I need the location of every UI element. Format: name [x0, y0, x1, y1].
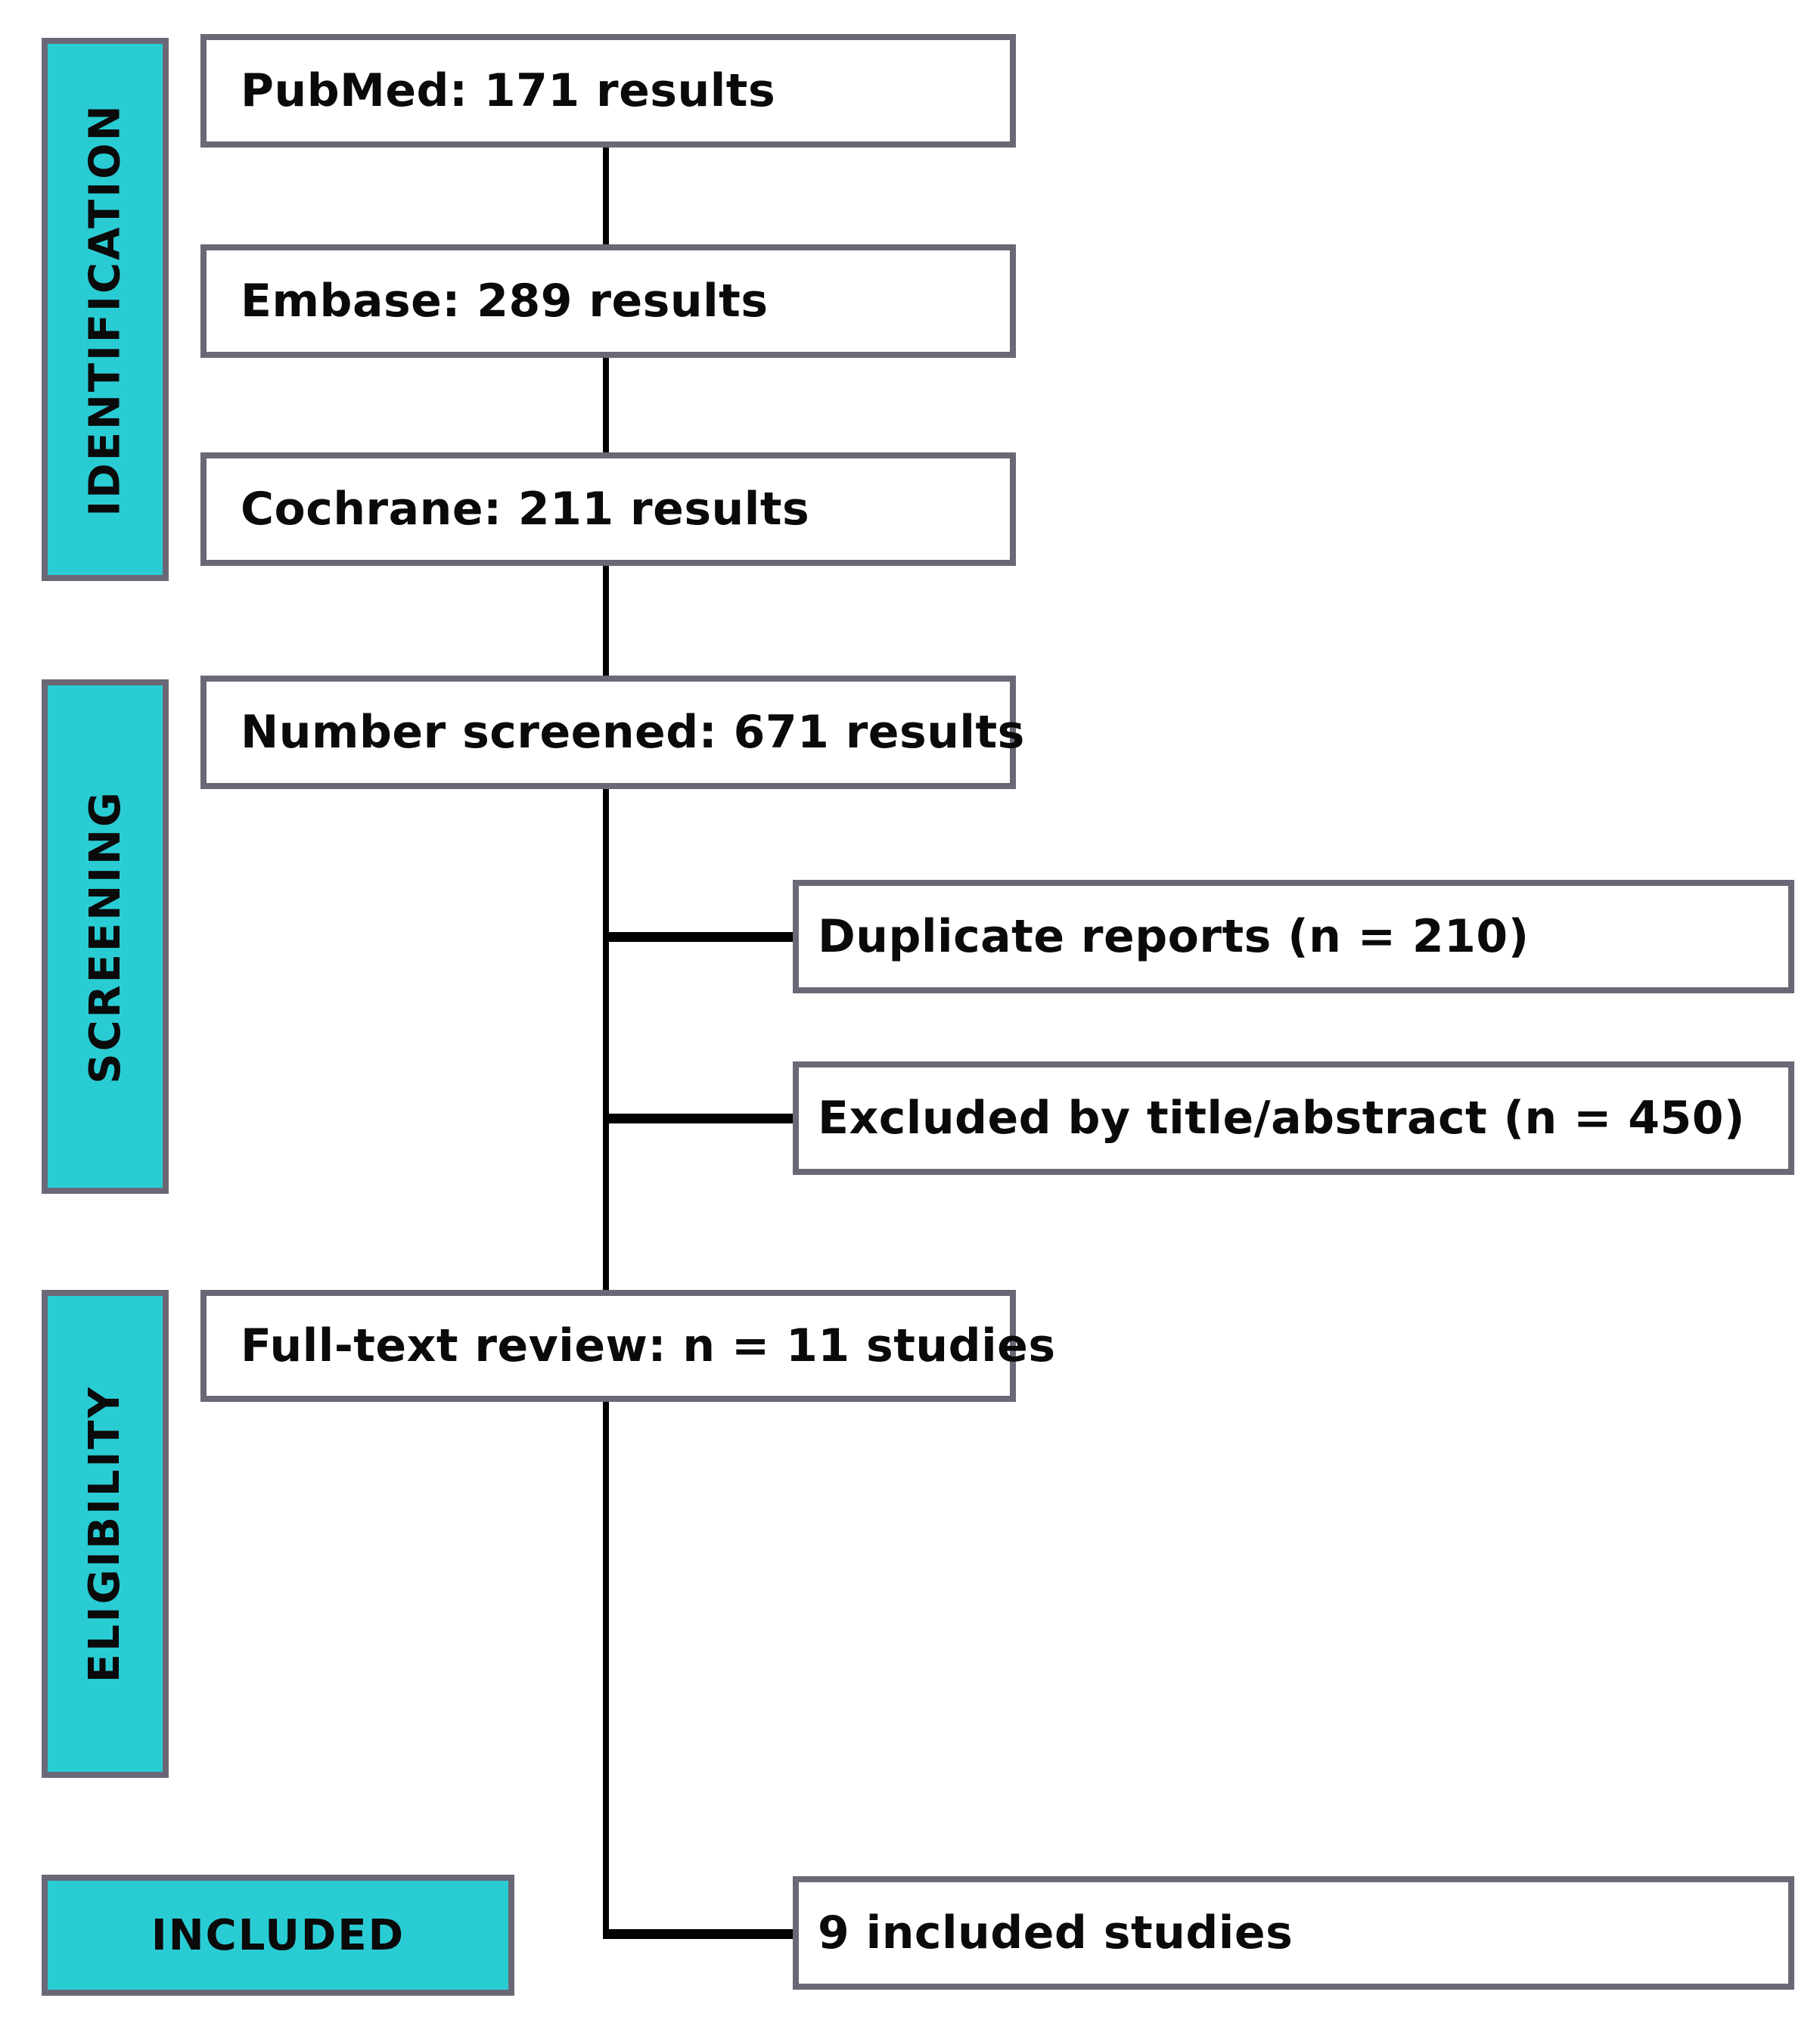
- excluded-branch-connector-line: [606, 1114, 796, 1123]
- flow-box-included-studies: 9 included studies: [793, 1876, 1794, 1990]
- flow-box-fulltext-review-label: Full-text review: n = 11 studies: [241, 1319, 1056, 1372]
- duplicates-branch-connector-line: [606, 932, 796, 942]
- flow-box-duplicate-reports: Duplicate reports (n = 210): [793, 880, 1794, 993]
- flow-box-excluded-title-abstract-label: Excluded by title/abstract (n = 450): [818, 1092, 1745, 1145]
- flow-box-duplicate-reports-label: Duplicate reports (n = 210): [818, 910, 1530, 963]
- stage-banner-eligibility: ELIGIBILITY: [42, 1290, 169, 1778]
- stage-label-eligibility: ELIGIBILITY: [80, 1384, 130, 1683]
- flow-box-excluded-title-abstract: Excluded by title/abstract (n = 450): [793, 1061, 1794, 1175]
- included-elbow-connector-line: [606, 1929, 799, 1939]
- flow-box-cochrane-label: Cochrane: 211 results: [241, 483, 810, 536]
- flow-box-fulltext-review: Full-text review: n = 11 studies: [200, 1290, 1055, 1402]
- stage-label-identification: IDENTIFICATION: [80, 102, 130, 517]
- flow-box-embase: Embase: 289 results: [200, 244, 1016, 358]
- flow-box-cochrane: Cochrane: 211 results: [200, 452, 1016, 566]
- main-vertical-connector-line: [603, 113, 609, 1939]
- stage-banner-included: INCLUDED: [42, 1875, 514, 1996]
- flow-box-embase-label: Embase: 289 results: [241, 275, 769, 328]
- stage-label-included: INCLUDED: [151, 1910, 405, 1960]
- flow-box-number-screened: Number screened: 671 results: [200, 676, 1024, 789]
- stage-label-screening: SCREENING: [80, 789, 130, 1084]
- stage-banner-identification: IDENTIFICATION: [42, 38, 169, 581]
- flow-box-number-screened-label: Number screened: 671 results: [241, 706, 1025, 759]
- flow-box-pubmed-label: PubMed: 171 results: [241, 64, 776, 117]
- stage-banner-screening: SCREENING: [42, 679, 169, 1194]
- flow-box-included-studies-label: 9 included studies: [818, 1906, 1294, 1959]
- flow-box-pubmed: PubMed: 171 results: [200, 34, 1016, 148]
